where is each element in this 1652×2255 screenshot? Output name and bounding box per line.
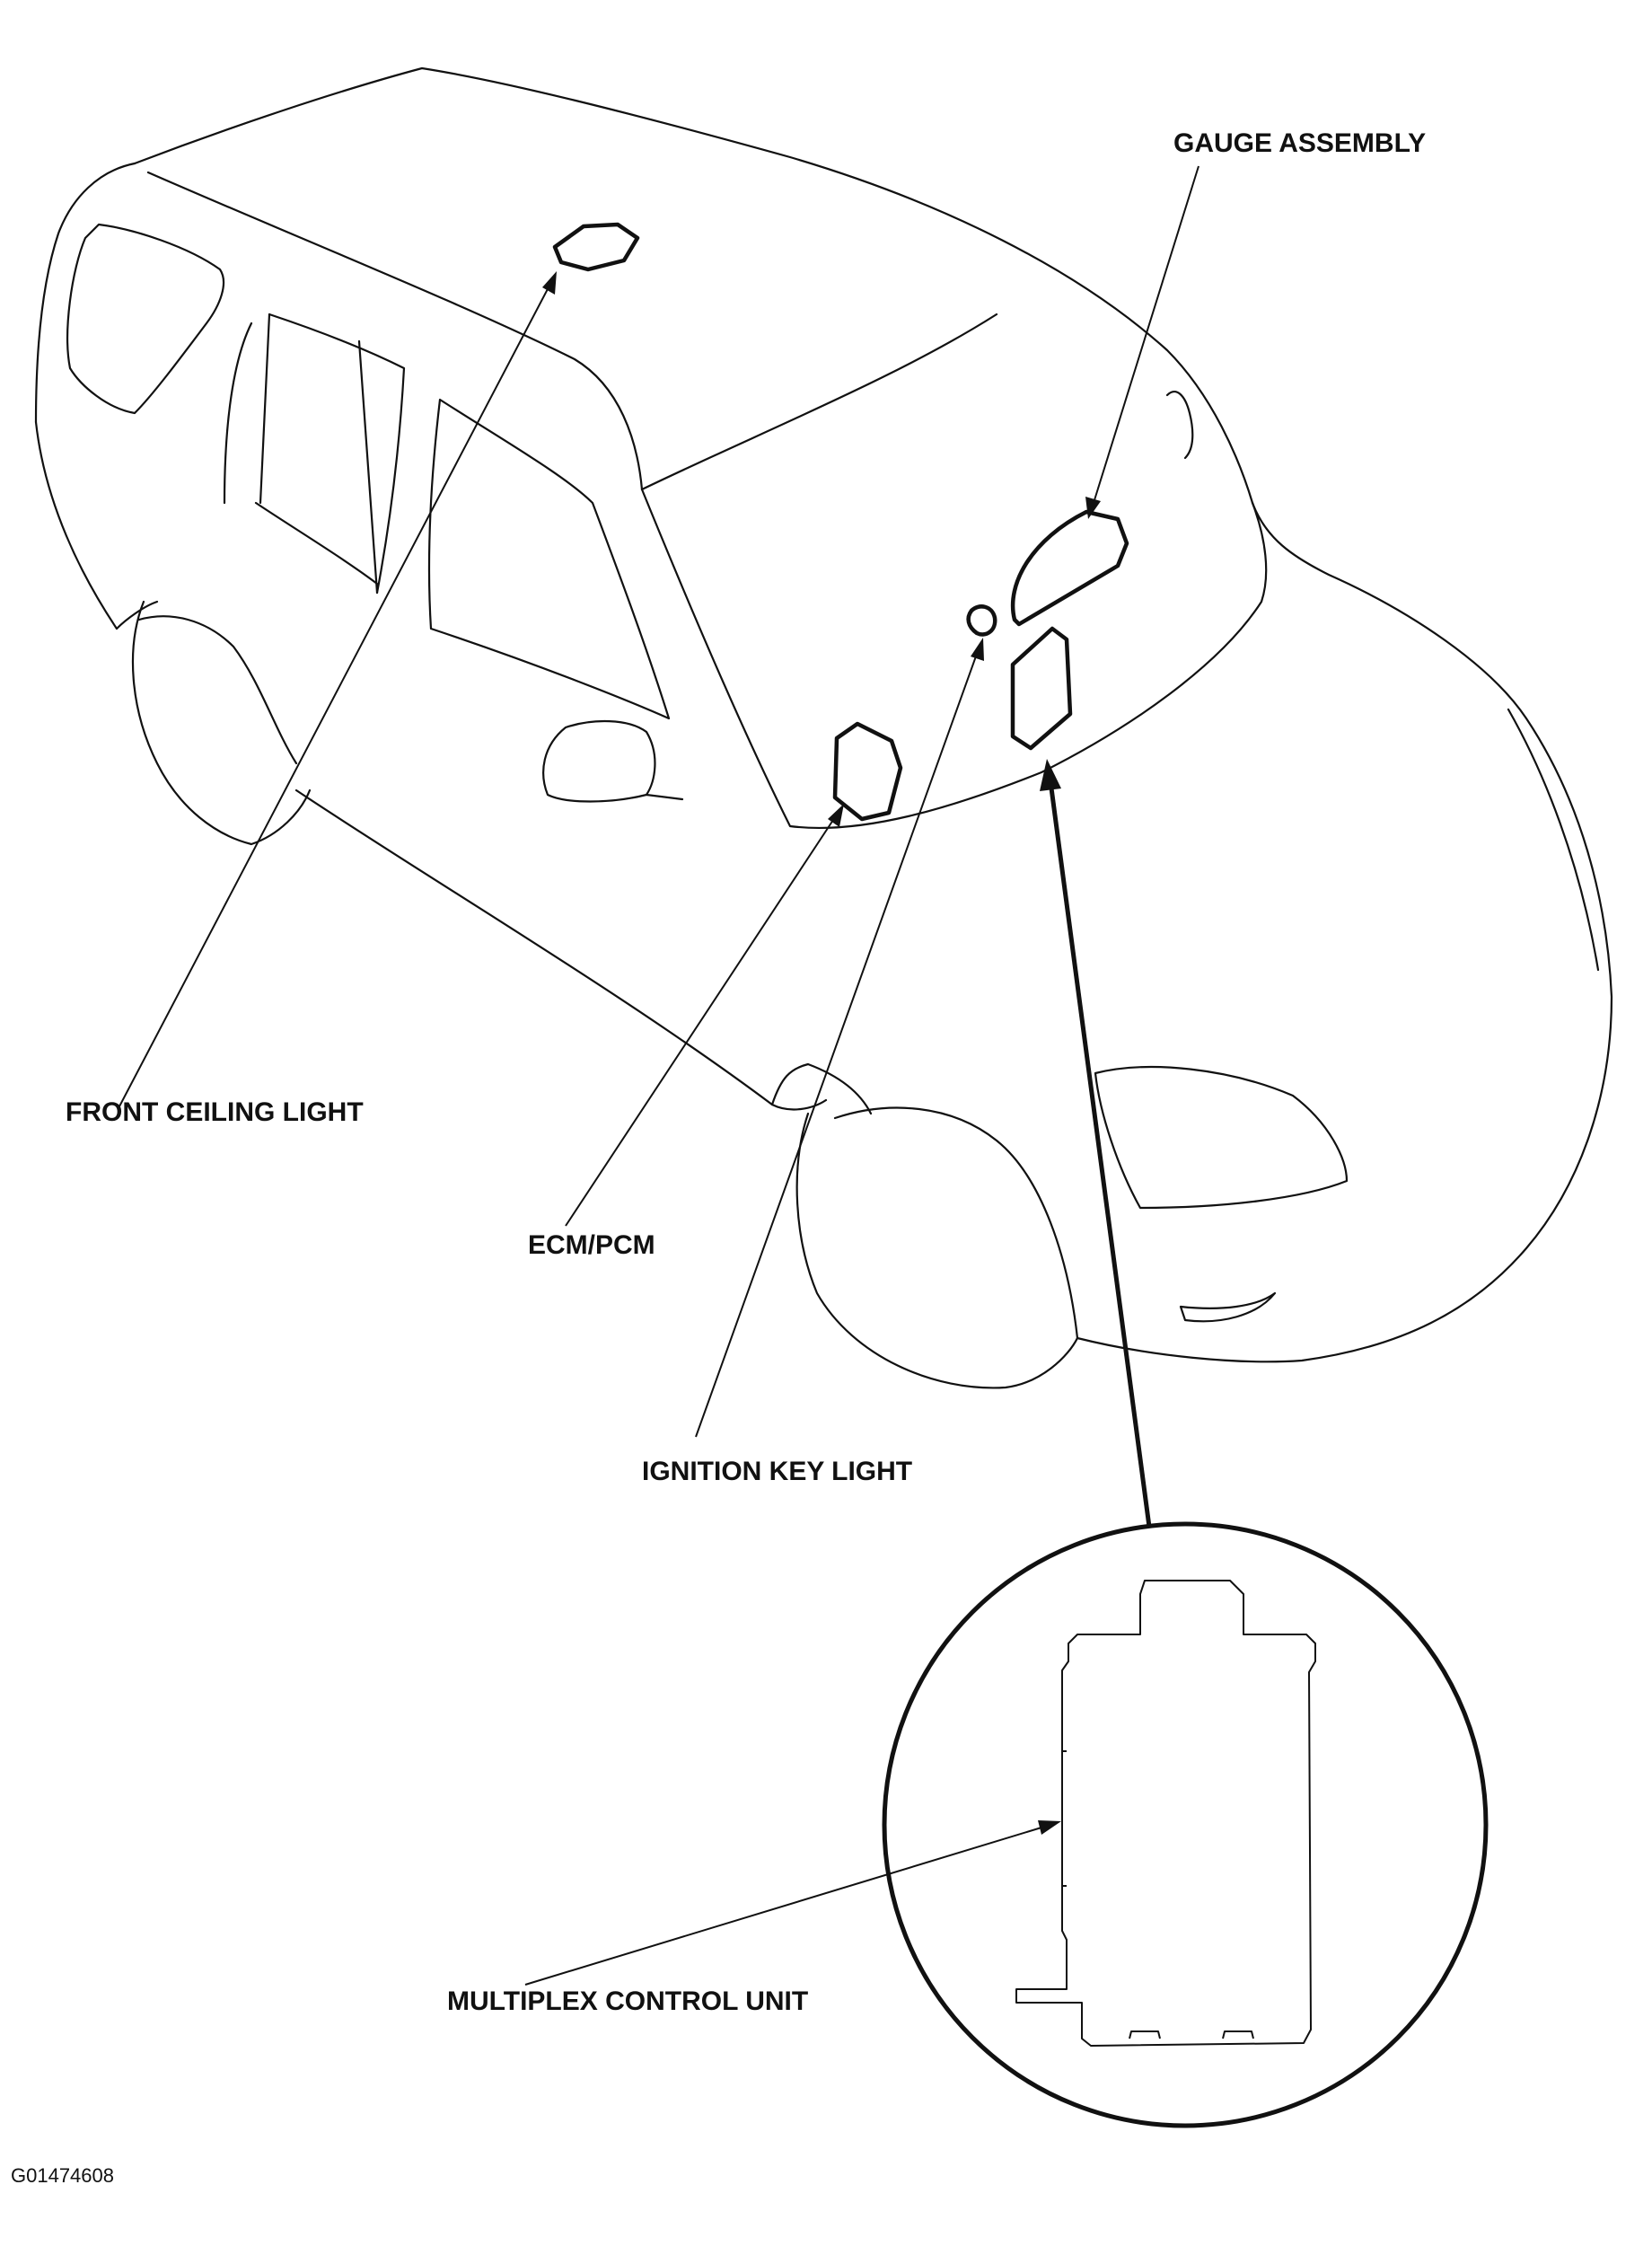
label-multiplex-control-unit: MULTIPLEX CONTROL UNIT [447,1986,809,2016]
multiplex-unit-shape [1010,626,1073,751]
front-ceiling-light-shape [552,222,640,272]
label-ignition-key-light: IGNITION KEY LIGHT [642,1457,913,1486]
gauge-assembly-shape [1010,509,1129,627]
vehicle-outline [34,66,1613,1389]
multiplex-unit-detail [1015,1580,1316,2047]
label-ecm-pcm: ECM/PCM [528,1230,655,1260]
leader-lines [119,165,1199,1986]
detail-view [882,1521,1489,2128]
label-gauge-assembly: GAUGE ASSEMBLY [1173,128,1427,158]
figure-id: G01474608 [11,2164,114,2187]
label-front-ceiling-light: FRONT CEILING LIGHT [66,1097,364,1127]
ecm-pcm-shape [832,721,903,822]
ignition-key-light-shape [966,604,997,637]
components [552,222,1129,822]
detail-circle [882,1521,1489,2128]
